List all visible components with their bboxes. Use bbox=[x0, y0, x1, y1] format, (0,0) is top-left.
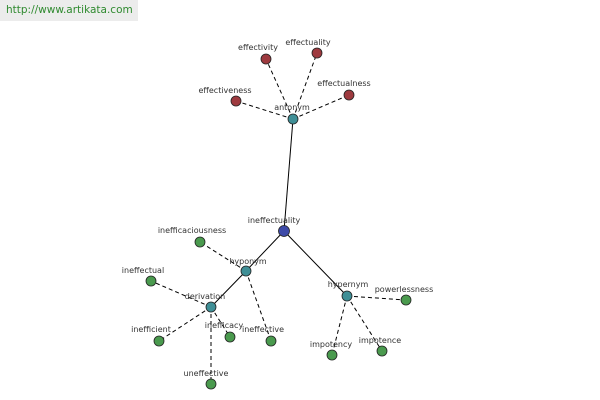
node-inefficaciousness[interactable]: inefficaciousness bbox=[158, 226, 226, 248]
node-marker-effectiveness[interactable] bbox=[230, 95, 242, 107]
source-url[interactable]: http://www.artikata.com bbox=[0, 0, 138, 21]
node-marker-impotency[interactable] bbox=[326, 349, 338, 361]
node-marker-antonym[interactable] bbox=[287, 113, 299, 125]
node-hypernym[interactable]: hypernym bbox=[328, 280, 369, 302]
node-label-impotency[interactable]: impotency bbox=[310, 340, 353, 349]
node-effectivity[interactable]: effectivity bbox=[238, 43, 278, 65]
node-label-hypernym[interactable]: hypernym bbox=[328, 280, 369, 289]
edge-antonym-effectiveness bbox=[235, 100, 294, 120]
edge-ineffectuality-hypernym bbox=[283, 230, 348, 297]
node-ineffective[interactable]: ineffective bbox=[242, 325, 284, 347]
edge-ineffectuality-hyponym bbox=[245, 230, 285, 272]
node-label-ineffectual[interactable]: ineffectual bbox=[122, 266, 164, 275]
node-label-inefficient[interactable]: inefficient bbox=[131, 325, 171, 334]
edge-ineffectuality-antonym bbox=[283, 118, 294, 232]
edges-layer bbox=[150, 52, 407, 384]
node-marker-ineffective[interactable] bbox=[265, 335, 277, 347]
node-impotence[interactable]: impotence bbox=[359, 336, 402, 357]
node-label-ineffectuality[interactable]: ineffectuality bbox=[248, 216, 301, 225]
node-label-inefficacy[interactable]: inefficacy bbox=[205, 321, 244, 330]
node-marker-uneffective[interactable] bbox=[205, 378, 217, 390]
node-antonym[interactable]: antonym bbox=[274, 103, 310, 125]
node-label-uneffective[interactable]: uneffective bbox=[184, 369, 229, 378]
edge-hypernym-impotence bbox=[346, 295, 383, 352]
node-label-effectualness[interactable]: effectualness bbox=[317, 79, 370, 88]
edge-hyponym-ineffective bbox=[245, 270, 272, 342]
node-marker-hypernym[interactable] bbox=[341, 290, 353, 302]
node-marker-ineffectual[interactable] bbox=[145, 275, 157, 287]
node-uneffective[interactable]: uneffective bbox=[184, 369, 229, 390]
node-powerlessness[interactable]: powerlessness bbox=[375, 285, 434, 306]
node-ineffectual[interactable]: ineffectual bbox=[122, 266, 164, 287]
node-marker-inefficaciousness[interactable] bbox=[194, 236, 206, 248]
node-effectiveness[interactable]: effectiveness bbox=[198, 86, 252, 107]
node-impotency[interactable]: impotency bbox=[310, 340, 353, 361]
edge-hyponym-inefficaciousness bbox=[199, 241, 247, 272]
edge-antonym-effectivity bbox=[265, 58, 294, 120]
node-inefficient[interactable]: inefficient bbox=[131, 325, 171, 347]
node-label-effectuality[interactable]: effectuality bbox=[285, 38, 330, 47]
node-label-hyponym[interactable]: hyponym bbox=[229, 257, 267, 266]
node-marker-effectuality[interactable] bbox=[311, 47, 323, 59]
edge-antonym-effectuality bbox=[292, 52, 318, 120]
edge-hyponym-derivation bbox=[210, 270, 247, 308]
node-marker-ineffectuality[interactable] bbox=[278, 225, 290, 237]
node-inefficacy[interactable]: inefficacy bbox=[205, 321, 244, 343]
node-effectuality[interactable]: effectuality bbox=[285, 38, 331, 59]
node-marker-effectivity[interactable] bbox=[260, 53, 272, 65]
node-marker-hyponym[interactable] bbox=[240, 265, 252, 277]
node-marker-impotence[interactable] bbox=[376, 345, 388, 357]
node-marker-inefficacy[interactable] bbox=[224, 331, 236, 343]
node-effectualness[interactable]: effectualness bbox=[317, 79, 371, 101]
node-marker-effectualness[interactable] bbox=[343, 89, 355, 101]
node-label-inefficaciousness[interactable]: inefficaciousness bbox=[158, 226, 226, 235]
node-label-effectiveness[interactable]: effectiveness bbox=[198, 86, 251, 95]
node-label-effectivity[interactable]: effectivity bbox=[238, 43, 278, 52]
node-marker-derivation[interactable] bbox=[205, 301, 217, 313]
node-label-derivation[interactable]: derivation bbox=[185, 292, 225, 301]
node-label-antonym[interactable]: antonym bbox=[274, 103, 310, 112]
node-marker-powerlessness[interactable] bbox=[400, 294, 412, 306]
edge-derivation-inefficient bbox=[158, 306, 212, 342]
edge-hypernym-impotency bbox=[331, 295, 348, 356]
nodes-layer: ineffectuality antonym hyponym hypernym deri… bbox=[122, 38, 434, 390]
edge-derivation-ineffectual bbox=[150, 280, 212, 308]
node-derivation[interactable]: derivation bbox=[185, 292, 225, 313]
edge-hypernym-powerlessness bbox=[346, 295, 407, 301]
node-ineffectuality[interactable]: ineffectuality bbox=[248, 216, 301, 237]
node-hyponym[interactable]: hyponym bbox=[229, 257, 267, 277]
edge-antonym-effectualness bbox=[292, 94, 350, 120]
node-label-ineffective[interactable]: ineffective bbox=[242, 325, 284, 334]
node-label-impotence[interactable]: impotence bbox=[359, 336, 402, 345]
edge-derivation-inefficacy bbox=[210, 306, 231, 338]
node-marker-inefficient[interactable] bbox=[153, 335, 165, 347]
node-label-powerlessness[interactable]: powerlessness bbox=[375, 285, 434, 294]
